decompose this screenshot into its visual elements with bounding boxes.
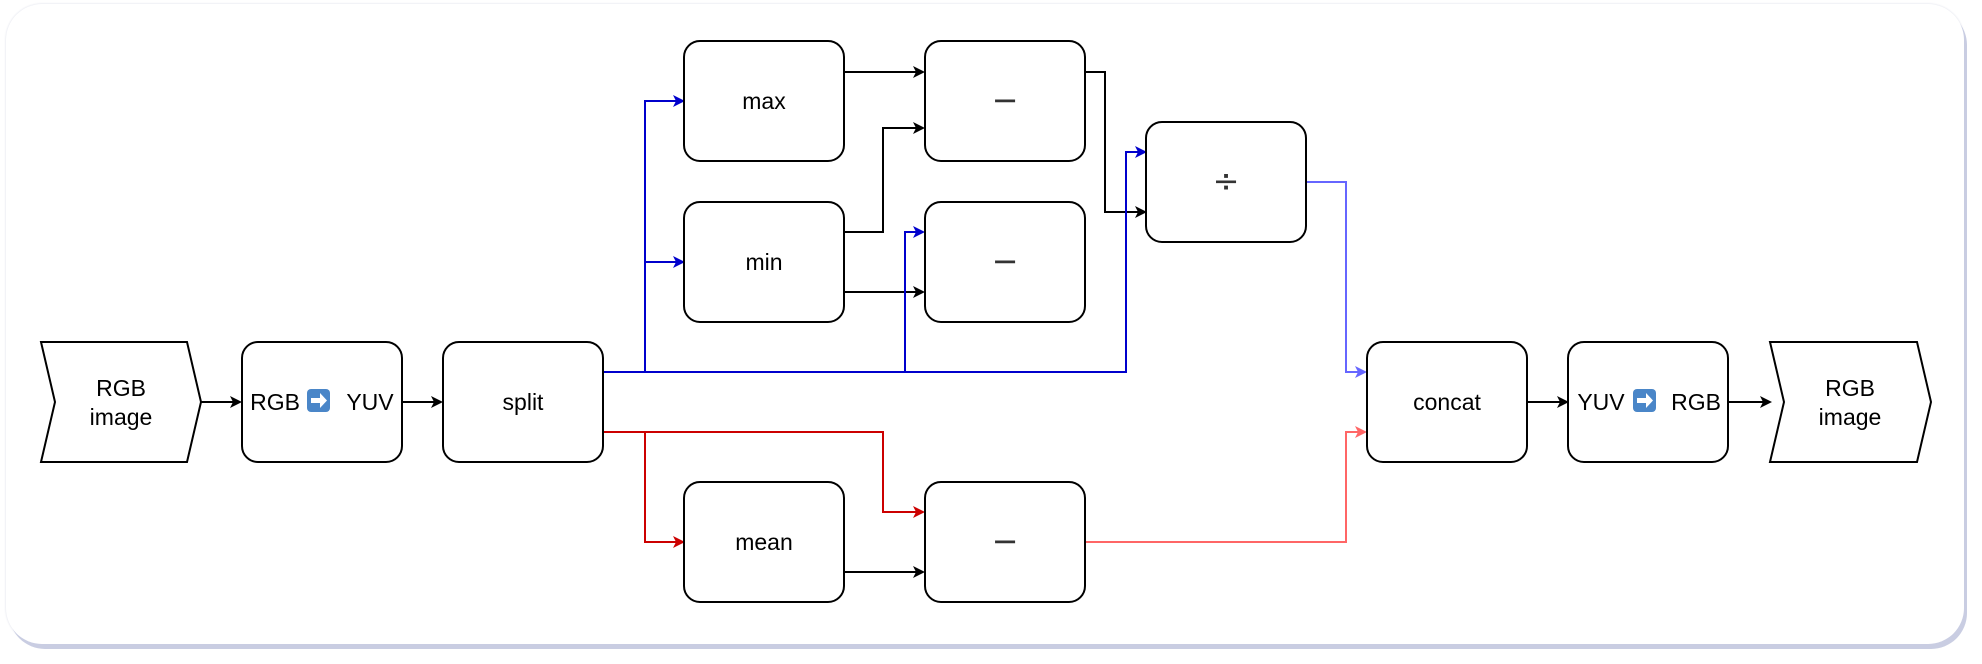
split-node: split [442,341,604,463]
edge-split-to-max [603,95,685,373]
max-node: max [683,40,845,162]
rgb2yuv-right-label: YUV [346,389,394,415]
subtract-middle-label: − [992,242,1019,280]
mean-node: mean [683,481,845,603]
edge-div-to-concat [1307,181,1367,378]
mean-label: mean [735,529,793,555]
rgb-to-yuv-node: RGB YUV [241,341,403,463]
rgb2yuv-left-label: RGB [250,389,300,415]
yuv2rgb-left-label: YUV [1577,389,1625,415]
edge-sub-bot-to-concat [1086,426,1367,543]
min-node: min [683,201,845,323]
output-label-line2: image [1819,404,1882,430]
edge-split-to-mean [603,431,685,548]
split-label: split [503,389,545,415]
yuv-to-rgb-node: YUV RGB [1567,341,1729,463]
subtract-top-label: − [992,81,1019,119]
edge-split-to-div [905,146,1147,373]
concat-label: concat [1413,389,1481,415]
divide-label: ÷ [1213,162,1240,200]
edge-sub-top-to-div [1086,71,1147,218]
input-label-line2: image [90,404,153,430]
min-label: min [745,249,782,275]
edge-min-to-sub-top [844,122,925,233]
input-rgb-image-node: RGB image [39,341,203,463]
divide-node: ÷ [1145,121,1307,243]
input-label-line1: RGB [96,375,146,401]
edge-split-to-sub-bot [645,431,925,518]
right-arrow-icon [307,389,330,412]
subtract-bottom-node: − [924,481,1086,603]
right-arrow-icon [1633,389,1656,412]
output-rgb-image-node: RGB image [1768,341,1933,463]
edge-split-to-sub-mid [645,226,925,373]
yuv2rgb-right-label: RGB [1671,389,1721,415]
concat-node: concat [1366,341,1528,463]
subtract-middle-node: − [924,201,1086,323]
subtract-top-node: − [924,40,1086,162]
subtract-bottom-label: − [992,522,1019,560]
output-label-line1: RGB [1825,375,1875,401]
max-label: max [742,88,786,114]
